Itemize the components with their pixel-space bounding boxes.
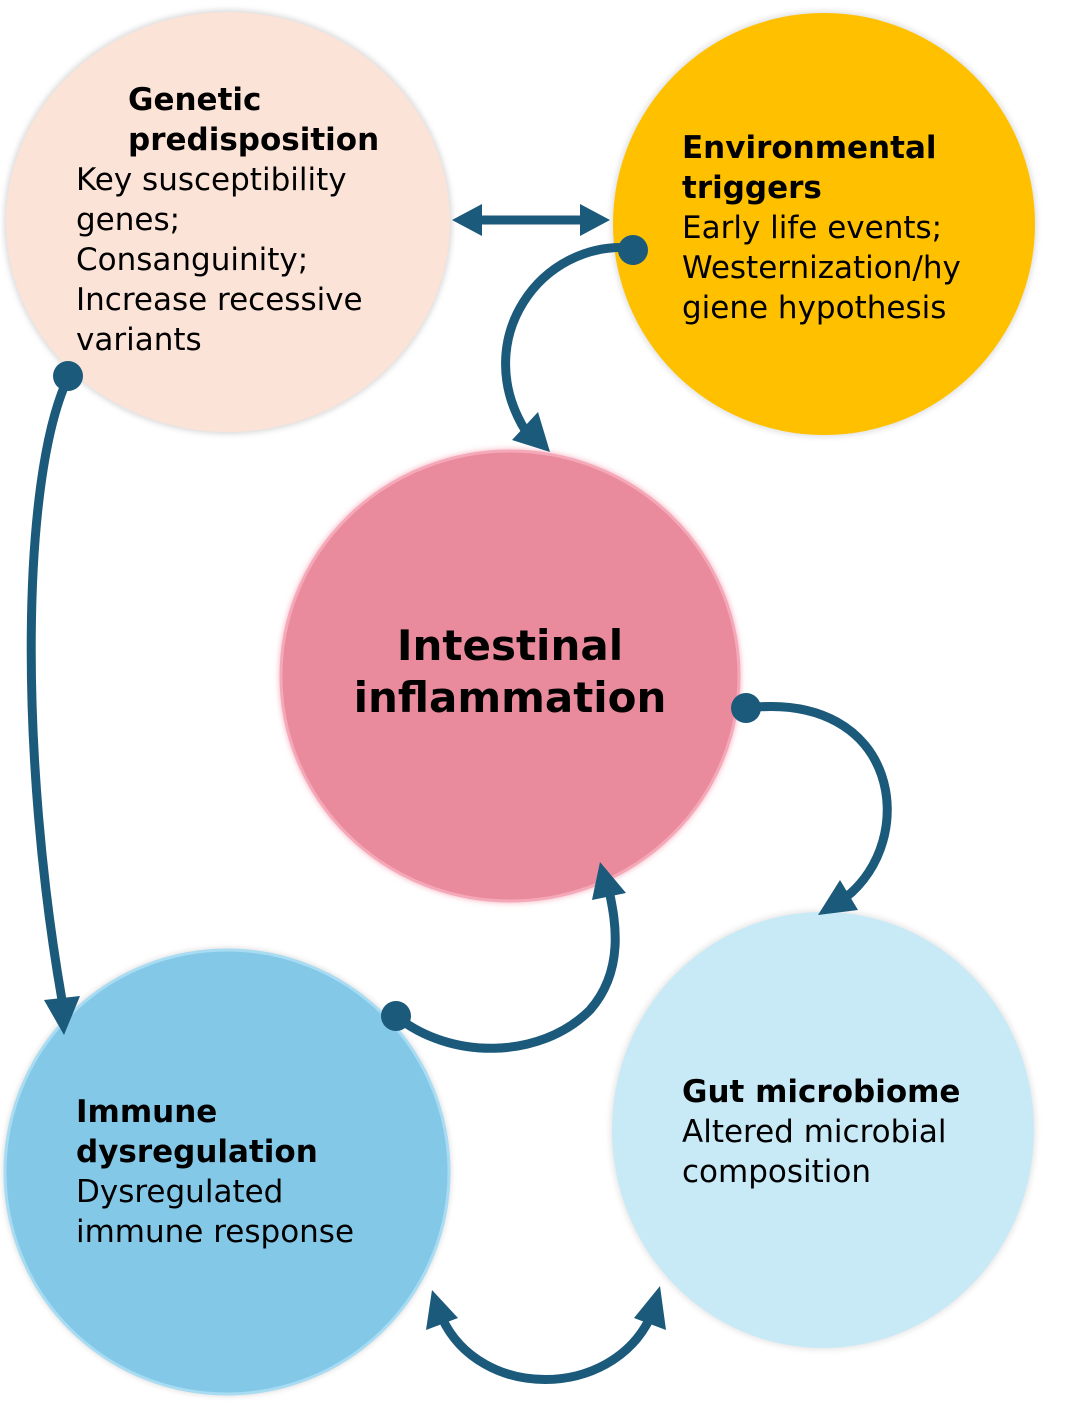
immune-text: Immune dysregulation Dysregulated immune… [76,1092,406,1252]
genetic-circle-fill [6,12,450,432]
center-text: Intestinal inflammation [280,620,740,724]
genetic-line-2: genes; [76,202,181,238]
environmental-line-1: Early life events; [682,210,943,246]
center-title-2: inflammation [353,673,667,722]
arrow-immune-gut [426,1286,666,1384]
arrow-genetic-immune [26,361,83,1035]
gut-title: Gut microbiome [682,1074,961,1110]
genetic-line-1: Key susceptibility [76,162,347,198]
immune-line-2: immune response [76,1214,355,1250]
gut-line-2: composition [682,1154,871,1190]
circle-environmental [611,11,1037,437]
genetic-line-3: Consanguinity; [76,242,309,278]
gut-text: Gut microbiome Altered microbial composi… [682,1072,1012,1192]
environmental-line-2: Westernization/hy [682,250,961,286]
circle-genetic [4,10,452,434]
environmental-circle-fill [613,13,1035,435]
center-title-1: Intestinal [396,621,624,670]
circle-immune [3,948,451,1396]
immune-title-2: dysregulation [76,1134,318,1170]
arrow-immune-center [381,862,626,1053]
gut-line-1: Altered microbial [682,1114,947,1150]
environmental-text: Environmental triggers Early life events… [682,128,1012,328]
genetic-title: Genetic predisposition [128,82,380,158]
genetic-text: Genetic predisposition Key susceptibilit… [76,80,436,360]
gut-circle-fill [612,912,1034,1348]
environmental-title-2: triggers [682,170,822,206]
arrow-environmental-center [501,235,648,452]
arrow-center-gut [731,693,892,915]
immune-circle-fill [3,948,451,1396]
environmental-line-3: giene hypothesis [682,290,947,326]
circle-gut [610,910,1036,1350]
arrows [26,204,892,1384]
immune-title-1: Immune [76,1094,218,1130]
center-circle-fill [279,449,741,903]
genetic-line-4: Increase recessive [76,282,363,318]
arrow-genetic-environmental [452,204,610,236]
environmental-title-1: Environmental [682,130,937,166]
circle-center [279,449,741,903]
immune-line-1: Dysregulated [76,1174,284,1210]
genetic-line-5: variants [76,322,202,358]
